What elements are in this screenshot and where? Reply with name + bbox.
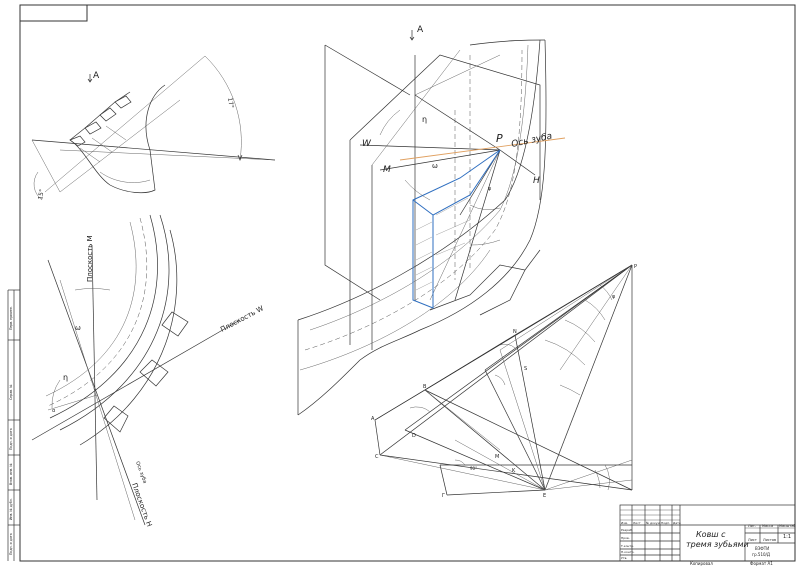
top-left-stamp-box [19, 4, 88, 22]
margin-vz-inv: Взам. инв. № [9, 463, 13, 485]
tb-org-line2: гр.510/Д [752, 552, 770, 557]
tb-scale-label: Масштаб [779, 524, 796, 528]
tb-title-line1: Ковш с [696, 530, 726, 539]
tb-row-podp: Подп. [661, 521, 670, 525]
margin-sign-date2: Подп. и дата [9, 428, 13, 450]
angle-large-label: 17° [226, 97, 235, 109]
tb-row-date: Дата [673, 521, 681, 525]
tri-deg90-label: 90° [470, 466, 477, 471]
margin-ref-no: Справ. № [9, 384, 13, 400]
eta-left-label: η [63, 373, 68, 382]
tb-mass-label: Масса [762, 524, 773, 528]
iso-m-label: M [383, 165, 391, 175]
outer-frame [19, 4, 796, 562]
tri-s-label: S [524, 366, 527, 372]
iso-omega-label: ω [432, 162, 438, 170]
tb-scale-value: 1:1 [783, 534, 791, 540]
tb-row-list: Лист [633, 521, 641, 525]
tri-g-label: Г [442, 493, 445, 499]
tb-format: Формат А1 [750, 561, 773, 566]
iso-h-label: H [533, 176, 540, 186]
tb-role-razrab: Разраб. [621, 528, 633, 532]
iso-p-label: P [496, 132, 503, 145]
tb-org-line1: ВЗФТИ [755, 546, 769, 551]
bottom-left-view: Плоскость M Плоскость W Плоскость H Ось … [31, 214, 265, 528]
tooth-axis-left-label: Ось зуба [134, 461, 148, 485]
plane-h-label: Плоскость H [130, 482, 153, 528]
tri-p-label: P [634, 264, 637, 270]
iso-tooth-axis-label: Ось зуба [511, 132, 554, 150]
margin-sign-date: Подп. и дата [9, 533, 13, 555]
plane-m-label: Плоскость M [86, 235, 94, 282]
tb-role-nkontr: Н.контр. [621, 550, 634, 554]
triangle-view: P N B A C D Г E M K S φ 90° [371, 264, 637, 499]
tb-row-izm: Изм. [621, 521, 628, 525]
top-left-view: A 17° 15° [31, 55, 276, 201]
tb-row-doc: № докум. [646, 521, 661, 525]
iso-eta-label: η [422, 115, 427, 124]
title-block: Ковш с тремя зубьями Лит. Масса Масштаб … [619, 504, 796, 566]
tri-b-label: B [423, 384, 427, 390]
iso-view: A [297, 25, 566, 416]
tb-role-prov: Пров. [621, 536, 630, 540]
left-margin-strip: Перв. примен. Справ. № Подп. и дата Взам… [7, 289, 20, 561]
tb-title-line2: тремя зубьями [686, 540, 749, 549]
tb-copied: Копировал [690, 561, 713, 566]
tri-d-label: D [412, 433, 416, 439]
tri-n-label: N [513, 329, 517, 335]
tri-k-label: K [512, 468, 516, 474]
tb-sheets-total: Листов [763, 538, 776, 542]
top-left-arrow-label: A [93, 71, 100, 81]
tb-role-tkontr: Т.контр. [620, 544, 634, 548]
margin-inv-dup: Инв. № дубл. [9, 498, 13, 520]
tri-c-label: C [375, 454, 379, 460]
tb-lit-label: Лит. [748, 524, 756, 528]
angle-small-label: 15° [37, 189, 46, 201]
tri-phi-label: φ [612, 294, 616, 300]
tb-role-utv: Утв. [621, 556, 627, 560]
omega-left-label: ω [75, 324, 81, 332]
tb-sheet-of: Лист [748, 538, 757, 542]
alpha-left-label: α [52, 408, 56, 414]
iso-w-label: W [362, 139, 372, 149]
iso-psi-label: ψ [488, 186, 492, 192]
tri-a-label: A [371, 416, 375, 422]
iso-arrow-label: A [417, 25, 424, 35]
tri-e-label: E [543, 493, 546, 499]
margin-perv-prim: Перв. примен. [9, 306, 13, 330]
tri-m-label: M [495, 454, 499, 460]
plane-w-label: Плоскость W [219, 304, 265, 333]
